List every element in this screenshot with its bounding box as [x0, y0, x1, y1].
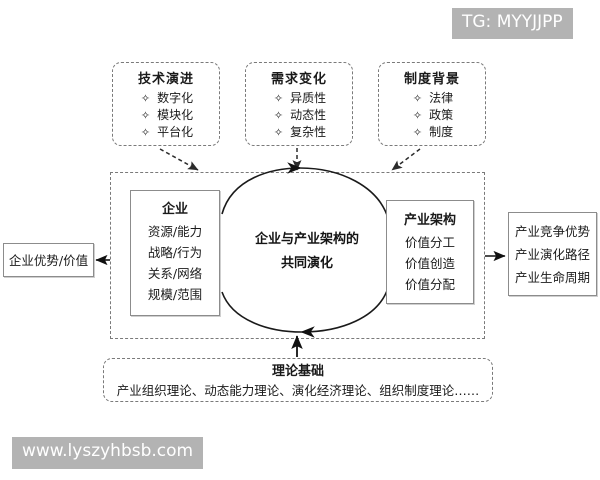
diamond-bullet-icon: ✧ [140, 126, 151, 139]
diamond-bullet-icon: ✧ [273, 126, 284, 139]
diamond-bullet-icon: ✧ [412, 126, 423, 139]
driver-bullet: 模块化 [157, 108, 194, 122]
driver-title-demand: 需求变化 [270, 72, 327, 87]
driver-bullets-institution: ✧ 法律 ✧ 政策 ✧ 制度 [411, 90, 453, 141]
firm-attribute: 资源/能力 [147, 224, 203, 239]
coevolution-label-line2: 共同演化 [280, 256, 333, 271]
watermark-tag: TG: MYYJJPP [452, 8, 573, 39]
driver-title-institution: 制度背景 [403, 72, 460, 87]
driver-bullet: 数字化 [157, 91, 194, 105]
driver-bullet: 平台化 [157, 125, 194, 139]
driver-bullet: 制度 [429, 125, 454, 139]
firm-advantage-label: 企业优势/价值 [8, 253, 89, 268]
driver-card-demand: 需求变化 ✧ 异质性 ✧ 动态性 ✧ 复杂性 [245, 62, 353, 146]
firm-box: 企业 资源/能力 战略/行为 关系/网络 规模/范围 [130, 190, 220, 316]
theory-foundation-body: 产业组织理论、动态能力理论、演化经济理论、组织制度理论…… [116, 383, 480, 398]
driver-title-tech: 技术演进 [137, 72, 194, 87]
industry-outcome-item: 产业生命周期 [514, 270, 590, 285]
architecture-attribute: 价值创造 [404, 256, 455, 271]
architecture-attribute: 价值分工 [404, 235, 455, 250]
driver-bullet: 法律 [429, 91, 454, 105]
theory-foundation-box: 理论基础 产业组织理论、动态能力理论、演化经济理论、组织制度理论…… [103, 358, 493, 402]
industry-architecture-title: 产业架构 [403, 213, 456, 228]
arrow-tech-to-core [159, 148, 199, 171]
architecture-attribute: 价值分配 [404, 277, 455, 292]
industry-outcome-item: 产业竞争优势 [514, 224, 590, 239]
coevolution-label-line1: 企业与产业架构的 [254, 232, 359, 247]
driver-card-institution: 制度背景 ✧ 法律 ✧ 政策 ✧ 制度 [378, 62, 486, 146]
driver-bullet: 复杂性 [290, 125, 327, 139]
driver-bullet: 动态性 [290, 108, 327, 122]
industry-architecture-box: 产业架构 价值分工 价值创造 价值分配 [386, 200, 474, 304]
firm-attribute: 关系/网络 [147, 266, 203, 281]
diamond-bullet-icon: ✧ [273, 109, 284, 122]
arrow-institution-to-core [391, 148, 421, 171]
driver-bullets-tech: ✧ 数字化 ✧ 模块化 ✧ 平台化 [139, 90, 193, 141]
diamond-bullet-icon: ✧ [412, 109, 423, 122]
coevolution-label: 企业与产业架构的 共同演化 [231, 228, 383, 276]
diamond-bullet-icon: ✧ [140, 109, 151, 122]
diamond-bullet-icon: ✧ [273, 92, 284, 105]
firm-box-title: 企业 [161, 202, 188, 217]
firm-attribute: 规模/范围 [147, 287, 203, 302]
watermark-url: www.lyszyhbsb.com [12, 437, 204, 469]
theory-foundation-title: 理论基础 [271, 364, 324, 379]
diamond-bullet-icon: ✧ [412, 92, 423, 105]
diamond-bullet-icon: ✧ [140, 92, 151, 105]
driver-card-tech: 技术演进 ✧ 数字化 ✧ 模块化 ✧ 平台化 [112, 62, 220, 146]
driver-bullet: 政策 [429, 108, 454, 122]
industry-outcome-box: 产业竞争优势 产业演化路径 产业生命周期 [508, 212, 597, 296]
driver-bullet: 异质性 [290, 91, 327, 105]
driver-bullets-demand: ✧ 异质性 ✧ 动态性 ✧ 复杂性 [272, 90, 326, 141]
industry-outcome-item: 产业演化路径 [514, 247, 590, 262]
firm-advantage-box: 企业优势/价值 [3, 243, 94, 277]
firm-attribute: 战略/行为 [147, 245, 203, 260]
